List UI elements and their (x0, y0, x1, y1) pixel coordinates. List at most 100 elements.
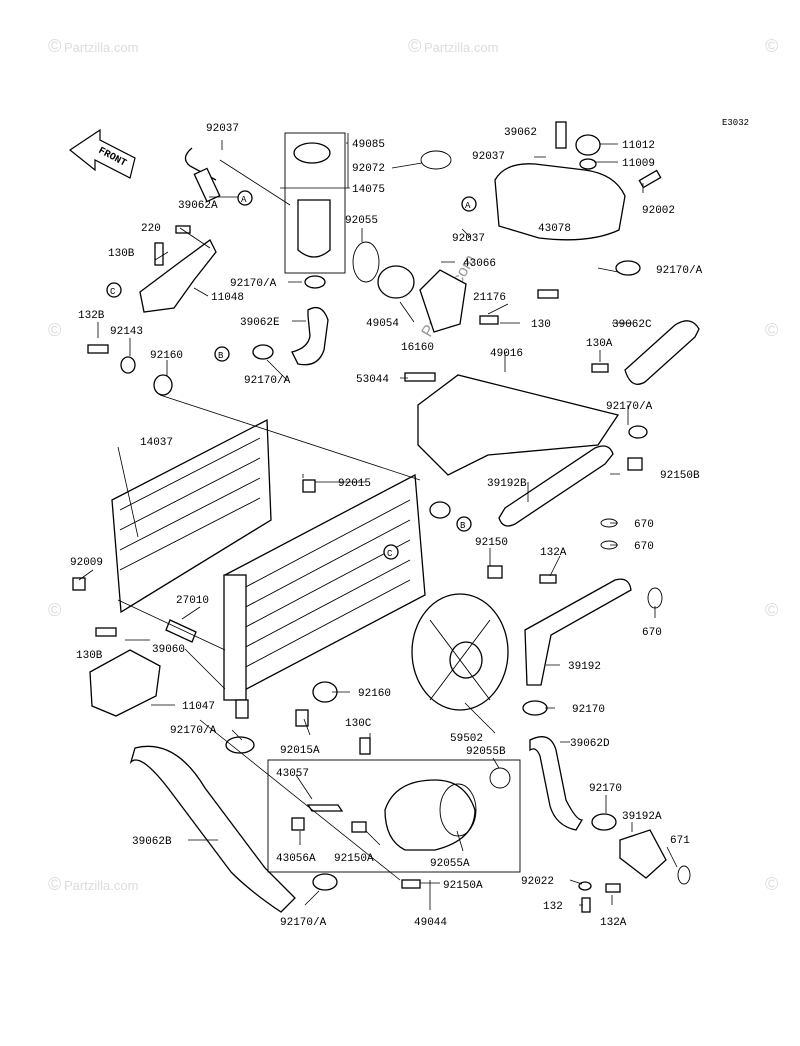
bolt-92002 (638, 169, 662, 189)
part-label[interactable]: 92170/A (244, 375, 291, 387)
part-label[interactable]: 21176 (473, 292, 506, 304)
fan-blades (429, 619, 491, 701)
part-label[interactable]: 92160 (358, 688, 391, 700)
part-label[interactable]: 670 (634, 541, 654, 553)
part-label[interactable]: 92055 (345, 215, 378, 227)
oring-92055 (352, 241, 380, 283)
grommet-92160 (153, 374, 173, 396)
part-label[interactable]: 39062C (612, 319, 652, 331)
part-label[interactable]: 92150A (443, 880, 483, 892)
hose-39062e (291, 306, 329, 366)
part-label[interactable]: 11048 (211, 292, 244, 304)
part-label[interactable]: 130 (531, 319, 551, 331)
radiator-tank (223, 574, 247, 701)
part-label[interactable]: 39192A (622, 811, 662, 823)
part-label[interactable]: 92037 (452, 233, 485, 245)
part-label[interactable]: 92015 (338, 478, 371, 490)
part-label[interactable]: 92170 (589, 783, 622, 795)
part-label[interactable]: 14037 (140, 437, 173, 449)
part-label[interactable]: 49044 (414, 917, 447, 929)
part-label[interactable]: 92143 (110, 326, 143, 338)
part-label[interactable]: 130A (586, 338, 613, 350)
part-label[interactable]: 92002 (642, 205, 675, 217)
part-label[interactable]: 39062 (504, 127, 537, 139)
hose-39062c (624, 320, 700, 385)
part-label[interactable]: 92015A (280, 745, 320, 757)
part-label[interactable]: 59502 (450, 733, 483, 745)
watermark: Partzilla.com (64, 40, 138, 55)
part-label[interactable]: 92072 (352, 163, 385, 175)
part-label[interactable]: 132B (78, 310, 105, 322)
part-label[interactable]: 49016 (490, 348, 523, 360)
part-label[interactable]: 43057 (276, 768, 309, 780)
part-label[interactable]: 27010 (176, 595, 209, 607)
part-label[interactable]: 132A (600, 917, 627, 929)
nut-92015 (302, 479, 316, 493)
part-label[interactable]: 92170/A (656, 265, 703, 277)
part-label[interactable]: 92170/A (606, 401, 653, 413)
part-label[interactable]: 132A (540, 547, 567, 559)
part-label[interactable]: 11012 (622, 140, 655, 152)
part-label[interactable]: 14075 (352, 184, 385, 196)
part-label[interactable]: 92022 (521, 876, 554, 888)
part-label[interactable]: 11047 (182, 701, 215, 713)
part-label[interactable]: 92150B (660, 470, 700, 482)
part-label[interactable]: 39062E (240, 317, 280, 329)
part-label[interactable]: 130B (108, 248, 135, 260)
bolt-130b (95, 627, 117, 637)
part-label[interactable]: 92009 (70, 557, 103, 569)
part-label[interactable]: 130C (345, 718, 372, 730)
ref-circle-c (383, 544, 399, 560)
reference-callouts: A A B B C C (106, 190, 477, 560)
bolt-220 (175, 225, 191, 234)
watermark-copyright-icon: © (765, 36, 778, 56)
part-label[interactable]: 11009 (622, 158, 655, 170)
part-label[interactable]: 220 (141, 223, 161, 235)
ref-label-a: A (465, 201, 471, 211)
part-label[interactable]: 130B (76, 650, 103, 662)
part-label[interactable]: 670 (634, 519, 654, 531)
part-label[interactable]: 92150 (475, 537, 508, 549)
leader-long (199, 719, 401, 881)
part-label[interactable]: 671 (670, 835, 690, 847)
bolt-130b (154, 242, 164, 266)
part-label[interactable]: 92037 (472, 151, 505, 163)
part-label[interactable]: 16160 (401, 342, 434, 354)
part-label[interactable]: 670 (642, 627, 662, 639)
part-label[interactable]: 92170/A (280, 917, 327, 929)
clamp-92170a (225, 736, 255, 754)
part-label[interactable]: 92160 (150, 350, 183, 362)
part-label[interactable]: 49085 (352, 139, 385, 151)
bolt-92150 (487, 565, 503, 579)
part-label[interactable]: 39062B (132, 836, 172, 848)
part-label[interactable]: 43078 (538, 223, 571, 235)
clamp-92170a (628, 425, 648, 439)
part-label[interactable]: 92055B (466, 746, 506, 758)
part-label[interactable]: 39062D (570, 738, 610, 750)
part-label[interactable]: 39062A (178, 200, 218, 212)
part-label[interactable]: 132 (543, 901, 563, 913)
part-label[interactable]: 39192 (568, 661, 601, 673)
part-label[interactable]: 49054 (366, 318, 399, 330)
part-label[interactable]: 43056A (276, 853, 316, 865)
ref-circle-a (237, 190, 253, 206)
screen-mesh (119, 437, 261, 571)
part-label[interactable]: 92055A (430, 858, 470, 870)
hose-39062b (129, 745, 296, 913)
part-label[interactable]: 92170/A (230, 278, 277, 290)
part-label[interactable]: 39060 (152, 644, 185, 656)
ref-label-b: B (460, 521, 466, 531)
watermark-copyright-icon: © (48, 36, 61, 56)
part-label[interactable]: 43066 (463, 258, 496, 270)
part-label[interactable]: 92170/A (170, 725, 217, 737)
part-label[interactable]: 92150A (334, 853, 374, 865)
collar-92143 (120, 356, 136, 374)
part-label[interactable]: 53044 (356, 374, 389, 386)
bolt-132a (605, 883, 621, 893)
watermark-copyright-icon: © (408, 36, 421, 56)
part-label[interactable]: 39192B (487, 478, 527, 490)
pipe-39192 (524, 578, 632, 686)
part-label[interactable]: 92037 (206, 123, 239, 135)
part-label[interactable]: 92170 (572, 704, 605, 716)
